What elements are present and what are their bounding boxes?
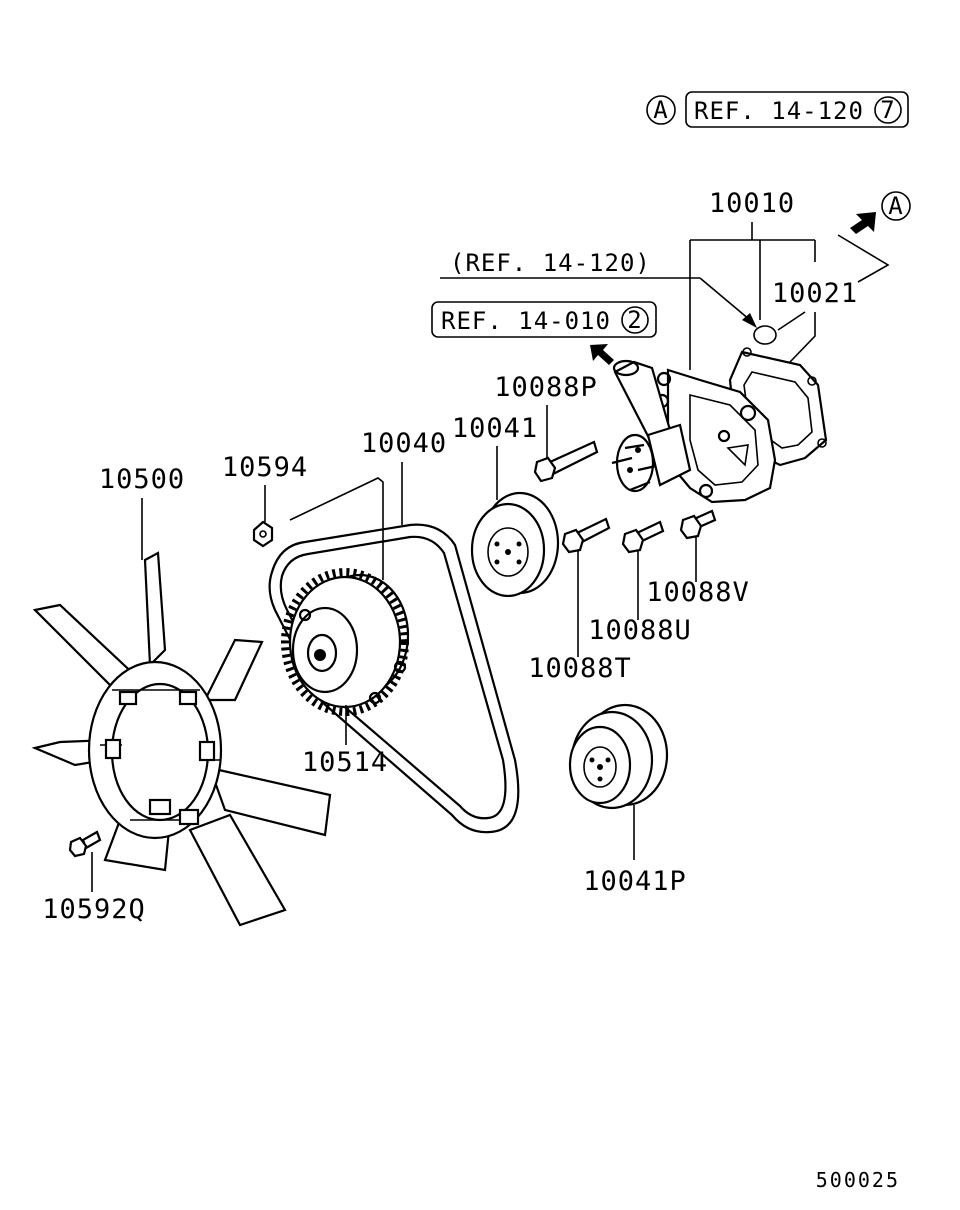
paren-ref-text: (REF. 14-120) [450, 249, 651, 277]
fan-blade-right [208, 766, 332, 837]
top-ref-box [685, 91, 909, 128]
belt-10040 [268, 523, 520, 834]
diagram-code: 500025 [816, 1168, 900, 1192]
fan-blade-upper-right [203, 638, 264, 702]
paren-reference: (REF. 14-120) [440, 249, 757, 328]
circle-7-text: 7 [880, 96, 895, 124]
nut-10594 [252, 520, 274, 548]
fan-clutch-10514 [281, 568, 410, 716]
leader-arrow-a [837, 234, 890, 283]
pulley-10041 [470, 491, 560, 598]
label-10041p: 10041P [583, 866, 687, 897]
label-10500: 10500 [99, 464, 185, 495]
leader-10010 [689, 222, 816, 370]
circle-2-marker [621, 306, 649, 334]
label-10041: 10041 [452, 413, 538, 444]
pump-flange [615, 433, 655, 493]
box-ref-arrow-icon [590, 344, 614, 365]
label-10514: 10514 [302, 747, 388, 778]
circle-a-marker [646, 95, 676, 125]
top-reference: A REF. 14-120 7 [646, 91, 909, 128]
label-10088v: 10088V [646, 577, 750, 608]
label-10088u: 10088U [588, 615, 692, 646]
fan-10500 [31, 551, 332, 927]
circle-a-text-2: A [888, 192, 903, 220]
o-ring [753, 325, 777, 345]
label-10088t: 10088T [528, 653, 632, 684]
arrow-to-a: A [837, 191, 911, 283]
box-reference: REF. 14-010 2 [431, 301, 657, 365]
label-10021: 10021 [772, 278, 858, 309]
bolt-10088v [679, 509, 717, 540]
bolt-10592q [68, 830, 102, 858]
leader-10021 [777, 311, 816, 363]
label-10594: 10594 [222, 452, 308, 483]
box-ref-frame [431, 301, 657, 338]
pump-inlet [613, 360, 672, 442]
water-pump [611, 347, 828, 504]
fan-blade-bottom-right [188, 813, 287, 927]
paren-ref-leader [699, 277, 751, 321]
fan-blade-top [143, 551, 167, 668]
box-ref-text: REF. 14-010 [441, 307, 611, 335]
circle-a-text: A [653, 96, 668, 124]
top-ref-text: REF. 14-120 [694, 97, 864, 125]
pump-hub [646, 423, 692, 487]
paren-ref-arrowhead [742, 313, 757, 328]
label-10040: 10040 [361, 428, 447, 459]
label-10010: 10010 [709, 188, 795, 219]
circle-2-text: 2 [627, 306, 642, 334]
bolt-10088u [621, 520, 665, 554]
circle-7-marker [874, 96, 902, 124]
pulley-10041p [568, 703, 669, 810]
label-10592q: 10592Q [42, 894, 146, 925]
bolt-10088t [561, 517, 611, 554]
label-10088p: 10088P [494, 372, 598, 403]
circle-a-marker-2 [881, 191, 911, 221]
leader-10040 [289, 462, 403, 580]
bolt-10088p [533, 440, 599, 483]
arrow-icon [850, 212, 876, 234]
